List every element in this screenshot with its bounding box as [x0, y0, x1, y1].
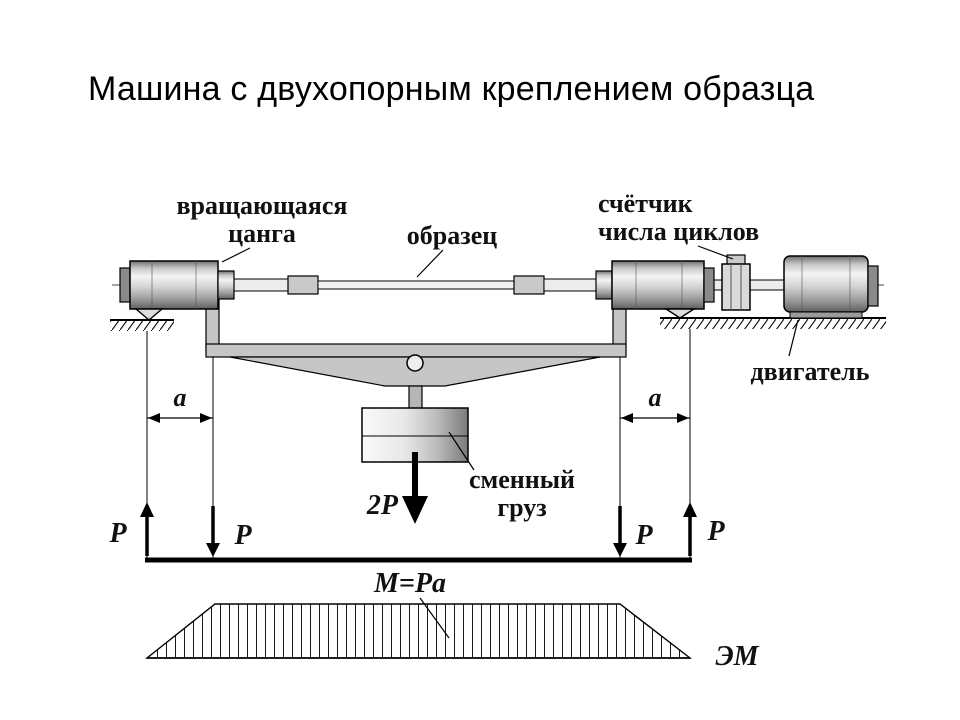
right-chuck: [595, 260, 715, 319]
label-p-inner-right: P: [634, 520, 653, 551]
force-up-right: [683, 502, 697, 556]
label-motor: двигатель: [751, 357, 870, 386]
left-chuck: [119, 260, 235, 321]
loading-yoke: [205, 299, 627, 411]
label-p-outer-left: P: [108, 518, 127, 549]
force-down-left: [206, 506, 220, 557]
leader-specimen: [416, 249, 444, 278]
force-up-left: [140, 502, 154, 556]
cycle-counter: [721, 254, 751, 311]
ground-right: [660, 317, 886, 329]
label-collet-line2: цанга: [228, 219, 296, 248]
label-p-outer-right: P: [706, 516, 725, 547]
right-support: [663, 308, 697, 319]
force-arrows: [140, 502, 697, 557]
left-support: [134, 308, 164, 321]
label-weight-line2: груз: [497, 493, 546, 522]
weight-rod: [408, 385, 423, 411]
shaft-line: [233, 275, 787, 295]
leader-lines: [221, 245, 799, 639]
leader-weight: [448, 431, 475, 471]
specimen-rod: [317, 280, 515, 290]
moment-diagram: M=Pa ЭМ: [144, 568, 760, 672]
ground-left: [110, 319, 174, 331]
dimension-a-left: a: [147, 383, 213, 423]
label-weight-line1: сменный: [469, 465, 575, 494]
dimension-a-right: a: [620, 383, 690, 423]
leader-motor: [788, 319, 799, 357]
leader-collet: [221, 247, 251, 263]
coupling-right: [513, 275, 545, 295]
label-collet-line1: вращающаяся: [177, 191, 348, 220]
load-arrow-2p: [402, 452, 428, 524]
label-counter-line2: числа циклов: [598, 217, 759, 246]
leader-counter: [697, 245, 734, 260]
label-epure: ЭМ: [715, 641, 759, 672]
page-title: Машина с двухопорным креплением образца: [88, 70, 815, 108]
label-moment-equation: M=Pa: [373, 568, 446, 599]
force-down-right: [613, 506, 627, 557]
label-dim-a-right: a: [649, 383, 662, 412]
yoke-pivot: [406, 354, 424, 372]
label-specimen: образец: [407, 221, 497, 250]
label-counter-line1: счётчик: [598, 189, 693, 218]
motor: [783, 255, 879, 319]
label-p-inner-left: P: [233, 520, 252, 551]
label-dim-a-left: a: [174, 383, 187, 412]
coupling-left: [287, 275, 319, 295]
label-load-2p: 2P: [366, 490, 399, 521]
